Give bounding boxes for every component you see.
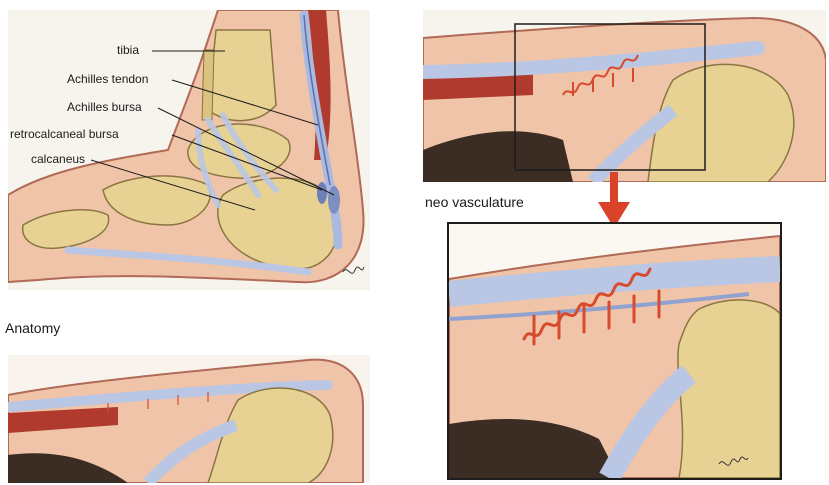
achilles-bursa-shape bbox=[328, 186, 340, 214]
label-achilles-bursa: Achilles bursa bbox=[67, 100, 142, 114]
label-tibia: tibia bbox=[117, 43, 139, 57]
retrocalcaneal-bursa-shape bbox=[317, 182, 327, 204]
detail-calcaneus bbox=[678, 300, 780, 478]
label-achilles-tendon: Achilles tendon bbox=[67, 72, 148, 86]
label-calcaneus: calcaneus bbox=[31, 152, 85, 166]
fibula-bone bbox=[202, 50, 214, 120]
heading-anatomy: Anatomy bbox=[5, 320, 60, 336]
anatomy-illustration bbox=[8, 10, 370, 290]
neo-vasculature-detail bbox=[447, 222, 782, 480]
normal-heel-illustration bbox=[8, 355, 370, 483]
neo-vasculature-overview bbox=[423, 10, 826, 182]
label-retrocalcaneal-bursa: retrocalcaneal bursa bbox=[10, 127, 119, 141]
tibia-bone bbox=[208, 30, 276, 121]
heading-neo-vasculature: neo vasculature bbox=[425, 194, 524, 210]
